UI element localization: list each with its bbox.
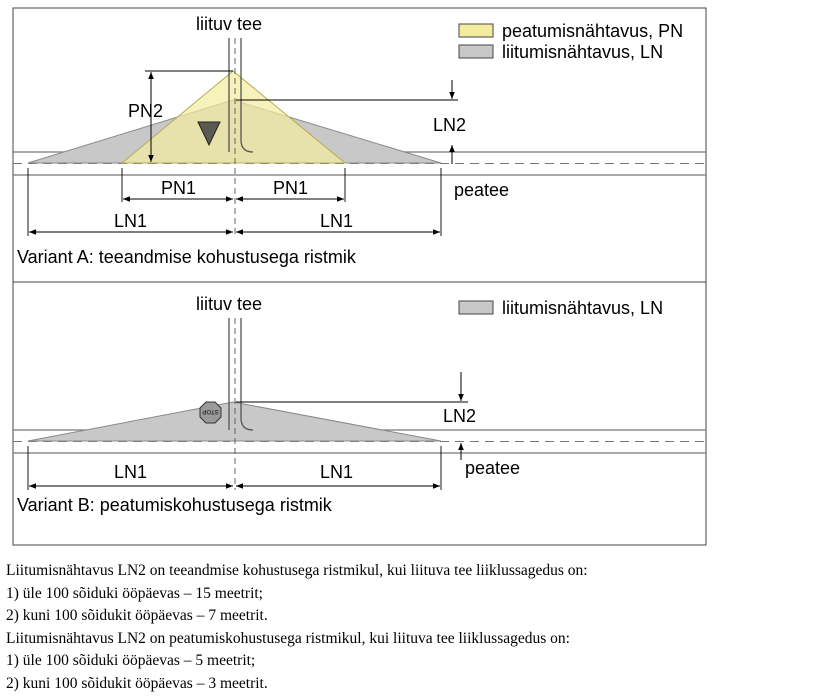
ln1-right-label-a: LN1	[320, 211, 353, 231]
legend-swatch-ln-b	[458, 300, 494, 315]
legend-b: liitumisnähtavus, LN	[458, 298, 663, 318]
note-line: 1) üle 100 sõiduki ööpäevas – 15 meetrit…	[6, 584, 263, 602]
ln2-label-a: LN2	[433, 115, 466, 135]
legend-label-pn: peatumisnähtavus, PN	[502, 21, 683, 41]
pn2-label: PN2	[128, 101, 163, 121]
caption-variant-a: Variant A: teeandmise kohustusega ristmi…	[17, 247, 357, 267]
main-road-label-b: peatee	[465, 458, 520, 478]
note-line: 2) kuni 100 sõidukit ööpäevas – 3 meetri…	[6, 674, 268, 692]
side-road-label-a: liituv tee	[196, 14, 262, 34]
main-road-label-a: peatee	[454, 180, 509, 200]
yield-sign-icon	[197, 121, 221, 147]
caption-variant-b: Variant B: peatumiskohustusega ristmik	[17, 495, 333, 515]
legend-label-ln-b: liitumisnähtavus, LN	[502, 298, 663, 318]
pn1-left-label: PN1	[161, 178, 196, 198]
ln1-right-label-b: LN1	[320, 462, 353, 482]
stop-sign-icon: STOP	[199, 401, 222, 424]
legend-a: peatumisnähtavus, PN liitumisnähtavus, L…	[458, 21, 683, 62]
side-road-b	[228, 318, 254, 490]
ln-visibility-triangle-b	[27, 401, 442, 442]
ln1-left-label-a: LN1	[114, 211, 147, 231]
panel-variant-a: liituv tee PN2 LN2 PN1 PN1 LN1 LN1 peate…	[12, 7, 707, 283]
legend-swatch-ln-a	[458, 44, 494, 59]
pn-visibility-triangle-a	[120, 70, 347, 164]
stop-sign-text: STOP	[202, 408, 218, 414]
visibility-diagram: liituv tee PN2 LN2 PN1 PN1 LN1 LN1 peate…	[12, 7, 707, 546]
pn1-right-label: PN1	[273, 178, 308, 198]
side-road-label-b: liituv tee	[196, 294, 262, 314]
note-line: 1) üle 100 sõiduki ööpäevas – 5 meetrit;	[6, 652, 256, 670]
note-line: Liitumisnähtavus LN2 on teeandmise kohus…	[6, 562, 588, 579]
ln1-left-label-b: LN1	[114, 462, 147, 482]
panel-variant-b: STOP liituv tee LN2 LN1 LN1 peatee Varia…	[12, 281, 707, 546]
side-road-a	[228, 38, 254, 235]
note-line: 2) kuni 100 sõidukit ööpäevas – 7 meetri…	[6, 607, 268, 625]
panel-b-frame	[12, 281, 707, 546]
legend-swatch-pn	[458, 23, 494, 38]
ln2-label-b: LN2	[443, 406, 476, 426]
explanatory-notes: Liitumisnähtavus LN2 on teeandmise kohus…	[6, 560, 826, 696]
legend-label-ln-a: liitumisnähtavus, LN	[502, 42, 663, 62]
note-line: Liitumisnähtavus LN2 on peatumiskohustus…	[6, 629, 570, 647]
